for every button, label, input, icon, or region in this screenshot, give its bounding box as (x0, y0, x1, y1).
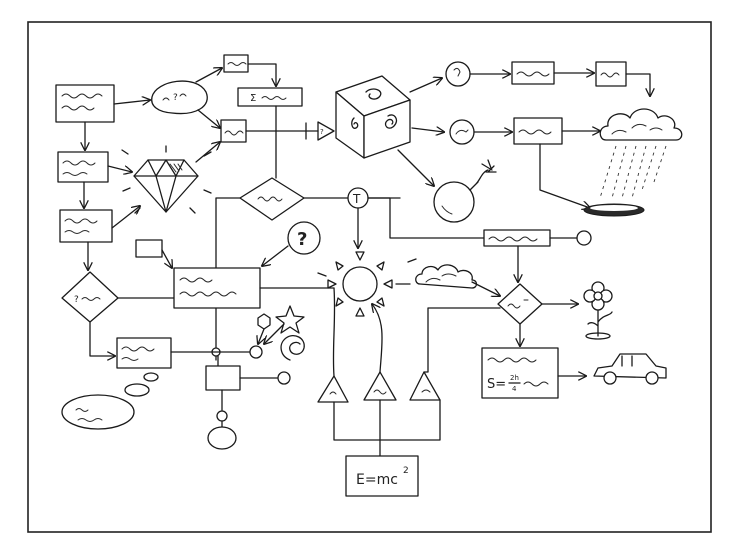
box-left-3 (59, 209, 113, 243)
box-mid-right (513, 117, 563, 145)
t-label: T (352, 192, 361, 206)
oval-node: ? (151, 80, 208, 115)
box-small-top (223, 54, 249, 73)
sun-icon (317, 251, 417, 317)
puddle-hole (583, 203, 645, 217)
box-left-2 (57, 151, 109, 183)
circle-arrow-node (449, 119, 475, 145)
terminal-circle-right (277, 371, 291, 385)
formula-denominator: 4 (512, 385, 517, 393)
equation-text: E=mc (356, 472, 398, 488)
triangle-right (409, 371, 441, 401)
car-icon (593, 353, 667, 385)
terminal-circle-hall (576, 230, 592, 246)
triangle-left (317, 375, 349, 403)
diamond-left-label: ? (74, 295, 79, 305)
box-center-wide (173, 267, 261, 309)
triangle-play: ? (317, 121, 335, 141)
sum-symbol: Σ (250, 93, 256, 104)
formula-s: S= (487, 377, 506, 392)
terminal-oval-bottom (207, 426, 237, 450)
connector-small (216, 410, 228, 422)
hexagon-icon (257, 313, 271, 330)
cube-icon (335, 75, 411, 159)
box-top-right-1 (511, 61, 555, 85)
equation-box: E=mc 2 (345, 455, 419, 497)
circle-question-top (445, 61, 471, 87)
cloud-small-icon (415, 264, 478, 289)
box-lower-center (205, 365, 241, 391)
bomb-icon (433, 159, 497, 223)
box-small-left (135, 239, 163, 258)
box-el (220, 119, 247, 143)
diamond-gem-icon (121, 145, 212, 214)
oval-label: ? (173, 93, 178, 103)
decision-diamond-right (497, 283, 543, 325)
triangle-middle (363, 371, 397, 401)
formula-box: S= 2h 4 (481, 347, 559, 399)
formula-numerator: 2h (510, 374, 519, 382)
flower-icon (583, 281, 613, 340)
decision-diamond-center (239, 177, 305, 221)
paper-frame (27, 21, 712, 533)
box-left-bottom (116, 337, 172, 369)
equation-exponent: 2 (403, 466, 409, 476)
triangle-label: ? (320, 128, 324, 136)
sum-box: Σ (237, 87, 303, 107)
decision-diamond-left: ? (61, 271, 119, 323)
star-icon (275, 305, 305, 334)
thought-cloud-left (61, 372, 159, 430)
box-top-right-2 (595, 61, 627, 87)
box-top-left (55, 84, 115, 123)
rain-cloud-icon (599, 108, 683, 199)
spiral-icon (280, 334, 305, 361)
small-circle-node (249, 345, 263, 359)
question-mark: ? (297, 229, 307, 250)
box-long-right (483, 229, 551, 247)
t-node: T (347, 187, 369, 209)
question-bubble: ? (287, 221, 321, 255)
